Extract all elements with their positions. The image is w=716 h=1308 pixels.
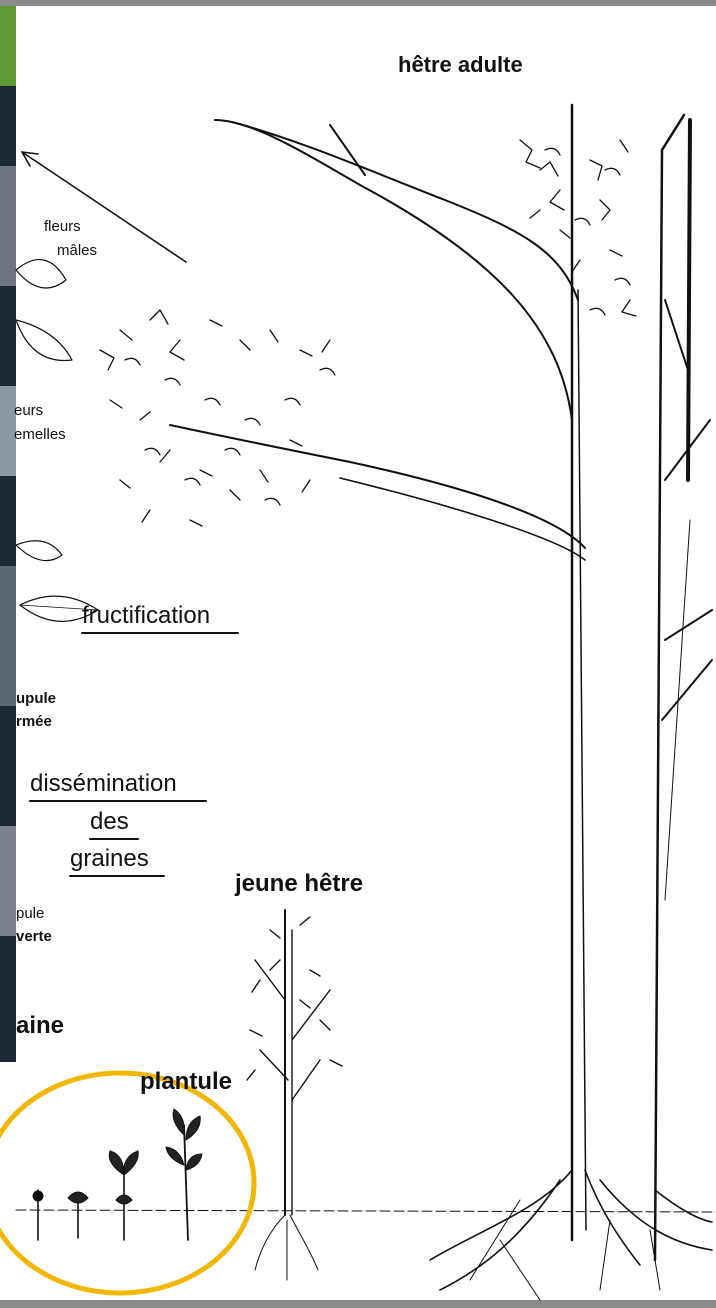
adult-tree [170,105,712,1300]
pointer-arrow [22,152,186,262]
dissemination-heading-line2: des [90,808,129,836]
open-cupule-label-line2: verte [16,928,52,945]
young-beech-label: jeune hêtre [235,870,363,898]
adult-beech-label: hêtre adulte [398,52,523,78]
seedling-label: plantule [140,1068,232,1096]
ground-line [16,1210,716,1212]
fructification-heading: fructification [82,602,210,630]
male-flowers-label-line1: fleurs [44,218,81,235]
seedling-highlight-ellipse [0,1073,254,1293]
female-flowers-label-line1: eurs [14,402,43,419]
seedling-stages [33,1109,202,1240]
female-flowers-label-line2: emelles [14,426,66,443]
dissemination-heading-line3: graines [70,845,149,873]
foliage-left-branch [100,310,335,526]
closed-cupule-label-line2: rmée [16,713,52,730]
young-tree [247,910,342,1280]
dissemination-heading-line1: dissémination [30,770,177,798]
open-cupule-label-line1: pule [16,905,44,922]
closed-cupule-label-line1: upule [16,690,56,707]
male-flowers-label-line2: mâles [57,242,97,259]
seed-label: aine [16,1012,64,1040]
